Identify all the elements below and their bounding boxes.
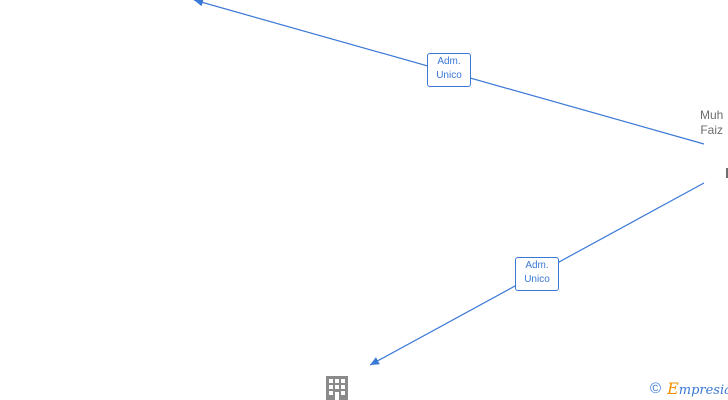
building-icon[interactable]: [326, 376, 348, 400]
edge-label-1-line1: Adm.: [437, 56, 461, 67]
empresia-logo-rest: mpresia: [678, 383, 728, 398]
person-name-line2: Faiz: [700, 123, 723, 137]
person-node-label[interactable]: Muh Faiz: [700, 108, 723, 138]
empresia-watermark: © Empresia: [650, 379, 728, 398]
person-node-marker: [726, 168, 728, 178]
empresia-logo: Empresia: [667, 379, 728, 398]
edge-label-2-line2: Unico: [524, 274, 550, 285]
copyright-symbol: ©: [650, 379, 662, 397]
edge-label-1[interactable]: Adm. Unico: [427, 53, 471, 87]
edge-label-2-line1: Adm.: [525, 260, 549, 271]
person-name-line1: Muh: [700, 108, 724, 122]
edge-label-2[interactable]: Adm. Unico: [515, 257, 559, 291]
edge-label-1-line2: Unico: [436, 70, 462, 81]
empresia-logo-initial: E: [667, 379, 679, 398]
